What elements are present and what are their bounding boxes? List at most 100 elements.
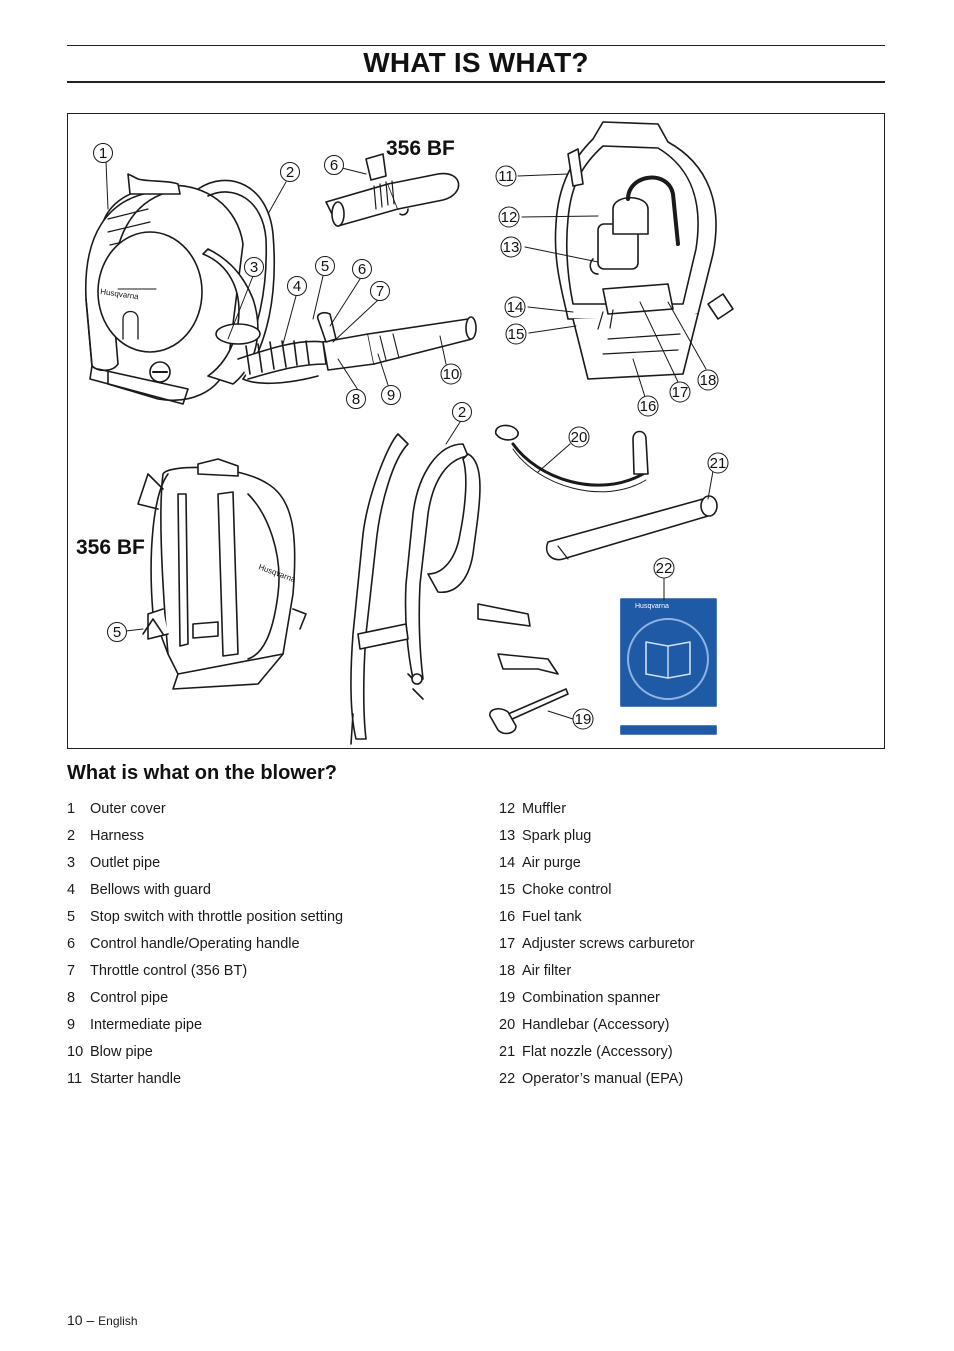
part-label: Spark plug xyxy=(522,828,592,844)
part-number: 20 xyxy=(499,1017,516,1033)
callout-18: 18 xyxy=(697,369,719,391)
brand-text-manual: Husqvarna xyxy=(635,603,669,610)
harness-drawing xyxy=(350,433,559,745)
page-number: 10 – xyxy=(67,1312,95,1328)
part-number: 9 xyxy=(67,1017,76,1033)
callout-leader-lines xyxy=(105,161,714,720)
part-list-item: 15 Choke control xyxy=(499,881,694,908)
part-number: 18 xyxy=(499,963,516,979)
part-number: 7 xyxy=(67,963,76,979)
part-number: 15 xyxy=(499,882,516,898)
part-list-item: 4 Bellows with guard xyxy=(67,881,343,908)
svg-text:11: 11 xyxy=(498,168,514,185)
page-title: WHAT IS WHAT? xyxy=(363,47,589,78)
part-label: Fuel tank xyxy=(522,909,582,925)
callout-labels: 1 2 3 4 5 6 7 8 9 10 11 12 13 14 15 16 1… xyxy=(93,143,729,730)
svg-text:19: 19 xyxy=(575,711,592,728)
part-label: Air purge xyxy=(522,855,581,871)
svg-text:21: 21 xyxy=(710,455,727,472)
callout-2-bottom: 2 xyxy=(452,402,472,422)
callout-3: 3 xyxy=(244,257,264,277)
page-footer: 10 – English xyxy=(67,1312,138,1328)
callout-16: 16 xyxy=(637,395,659,417)
footer-language: English xyxy=(98,1314,138,1328)
svg-text:8: 8 xyxy=(352,391,360,408)
blower-front-view xyxy=(137,458,307,690)
part-number: 3 xyxy=(67,855,76,871)
part-list-item: 9 Intermediate pipe xyxy=(67,1016,343,1043)
part-label: Outer cover xyxy=(90,801,166,817)
part-list-item: 7 Throttle control (356 BT) xyxy=(67,962,343,989)
top-rule xyxy=(67,45,885,46)
part-label: Throttle control (356 BT) xyxy=(90,963,248,979)
svg-text:2: 2 xyxy=(458,404,466,421)
flat-nozzle-drawing xyxy=(545,495,718,561)
svg-text:14: 14 xyxy=(507,299,524,316)
callout-17: 17 xyxy=(669,381,691,403)
callout-15: 15 xyxy=(505,323,527,345)
callout-4: 4 xyxy=(287,276,307,296)
callout-11: 11 xyxy=(495,165,517,187)
part-label: Starter handle xyxy=(90,1071,182,1087)
svg-text:9: 9 xyxy=(387,387,395,404)
part-number: 6 xyxy=(67,936,76,952)
callout-5-bottom: 5 xyxy=(107,622,127,642)
part-number: 8 xyxy=(67,990,76,1006)
model-label-top: 356 BF xyxy=(386,137,455,160)
part-label: Blow pipe xyxy=(90,1044,153,1060)
svg-text:12: 12 xyxy=(501,209,518,226)
part-number: 5 xyxy=(67,909,76,925)
callout-13: 13 xyxy=(500,236,522,258)
part-number: 2 xyxy=(67,828,76,844)
part-number: 21 xyxy=(499,1044,516,1060)
part-number: 14 xyxy=(499,855,516,871)
svg-text:17: 17 xyxy=(672,384,689,401)
part-list-item: 8 Control pipe xyxy=(67,989,343,1016)
svg-text:4: 4 xyxy=(293,278,301,295)
part-label: Adjuster screws carburetor xyxy=(522,936,695,952)
svg-text:6: 6 xyxy=(358,261,366,278)
part-list-item: 2 Harness xyxy=(67,827,343,854)
part-label: Harness xyxy=(90,828,144,844)
callout-2: 2 xyxy=(280,162,300,182)
part-list-item: 14 Air purge xyxy=(499,854,694,881)
part-number: 4 xyxy=(67,882,76,898)
part-label: Operator’s manual (EPA) xyxy=(522,1071,684,1087)
callout-22: 22 xyxy=(653,557,675,579)
part-list-item: 6 Control handle/Operating handle xyxy=(67,935,343,962)
blow-pipe-assembly xyxy=(316,312,477,371)
part-label: Control handle/Operating handle xyxy=(90,936,300,952)
part-list-item: 5 Stop switch with throttle position sett… xyxy=(67,908,343,935)
svg-text:5: 5 xyxy=(321,258,329,275)
svg-text:2: 2 xyxy=(286,164,294,181)
operators-manual-drawing xyxy=(620,598,717,735)
part-label: Intermediate pipe xyxy=(90,1017,203,1033)
part-label: Control pipe xyxy=(90,990,169,1006)
part-number: 19 xyxy=(499,990,516,1006)
part-label: Choke control xyxy=(522,882,612,898)
part-number: 11 xyxy=(67,1071,83,1087)
svg-text:16: 16 xyxy=(640,398,657,415)
model-label-bottom: 356 BF xyxy=(76,536,145,559)
part-list-item: 11 Starter handle xyxy=(67,1070,343,1097)
svg-text:13: 13 xyxy=(503,239,520,256)
callout-8: 8 xyxy=(346,389,366,409)
control-handle-pipe-detail xyxy=(325,153,460,227)
callout-9: 9 xyxy=(381,385,401,405)
part-label: Bellows with guard xyxy=(90,882,211,898)
handlebar-accessory-drawing xyxy=(495,424,649,493)
callout-19: 19 xyxy=(572,708,594,730)
blower-cutaway-view xyxy=(554,121,734,380)
callout-5: 5 xyxy=(315,256,335,276)
svg-text:20: 20 xyxy=(571,429,588,446)
part-label: Stop switch with throttle position setti… xyxy=(90,909,344,925)
